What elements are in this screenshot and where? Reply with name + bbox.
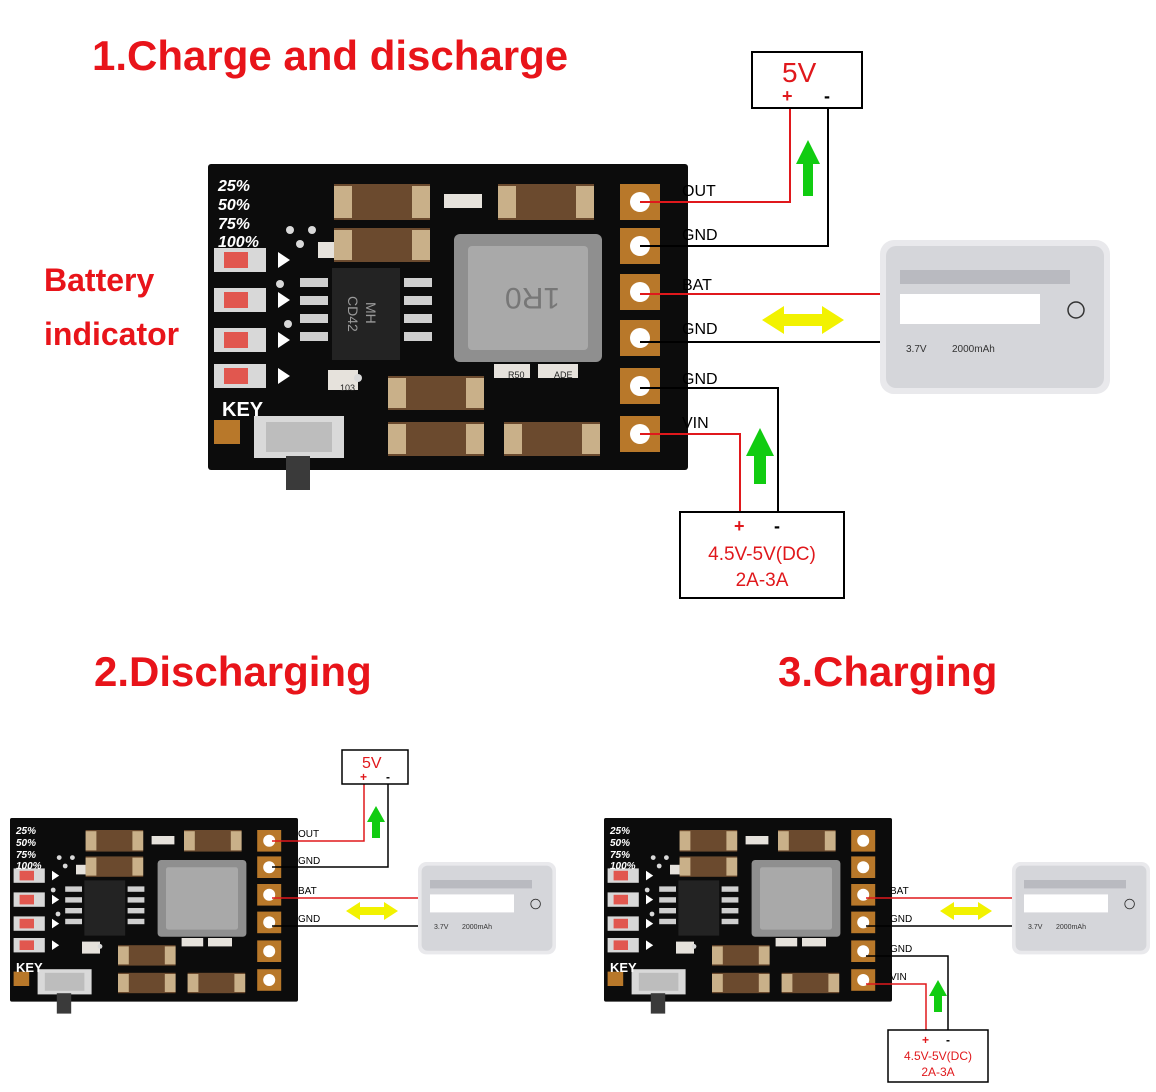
pin-label-gnd-2: GND bbox=[682, 321, 718, 338]
small-label-103: 103 bbox=[340, 383, 355, 393]
small-label-ade: ADE bbox=[554, 370, 573, 380]
s3-pin-label-vin: VIN bbox=[890, 972, 907, 983]
output-plus: + bbox=[782, 86, 793, 106]
s2-percent-50: 50% bbox=[16, 838, 36, 849]
s2-percent-75: 75% bbox=[16, 850, 36, 861]
s3-battery-voltage: 3.7V bbox=[1028, 924, 1043, 931]
wire-gnd-in bbox=[640, 387, 779, 514]
s2-wire-gnd-out bbox=[272, 782, 389, 868]
pin-label-out: OUT bbox=[682, 183, 716, 200]
section3-title: 3.Charging bbox=[778, 648, 998, 695]
s3-percent-25: 25% bbox=[609, 826, 630, 837]
s2-output-minus: - bbox=[386, 770, 390, 784]
output-5v-box: 5V + - bbox=[751, 51, 863, 109]
battery-main bbox=[879, 239, 1111, 395]
chip-label-mh: MH bbox=[363, 302, 379, 324]
yellow-double-arrow bbox=[762, 306, 844, 334]
s2-output-5v-box: 5V + - bbox=[341, 749, 409, 785]
s3-green-arrow-up bbox=[929, 980, 947, 1012]
battery-indicator-label-line2: indicator bbox=[44, 316, 180, 352]
board-charging bbox=[604, 818, 892, 1014]
section1-title: 1.Charge and discharge bbox=[92, 32, 569, 79]
green-arrow-up-out bbox=[796, 140, 820, 196]
s2-percent-100: 100% bbox=[16, 861, 42, 872]
percent-label-100: 100% bbox=[218, 234, 259, 251]
wire-out bbox=[640, 106, 791, 203]
s3-key-label: KEY bbox=[610, 960, 637, 975]
s2-battery-voltage: 3.7V bbox=[434, 924, 449, 931]
chip-label-cd42: CD42 bbox=[345, 296, 361, 332]
input-plus: + bbox=[734, 516, 745, 536]
s2-pin-label-gnd-2: GND bbox=[298, 914, 320, 925]
input-box: + - 4.5V-5V(DC) 2A-3A bbox=[679, 511, 845, 599]
s2-yellow-double-arrow bbox=[346, 902, 398, 920]
pin-label-bat: BAT bbox=[682, 277, 712, 294]
board-discharging bbox=[10, 818, 298, 1014]
pin-label-gnd-3: GND bbox=[682, 371, 718, 388]
s2-output-voltage: 5V bbox=[362, 755, 382, 772]
section2-title: 2.Discharging bbox=[94, 648, 372, 695]
battery-voltage: 3.7V bbox=[906, 344, 927, 355]
input-current: 2A-3A bbox=[736, 570, 789, 591]
battery-indicator-label-line1: Battery bbox=[44, 262, 155, 298]
s3-input-box: + - 4.5V-5V(DC) 2A-3A bbox=[887, 1029, 989, 1083]
s3-wire-gnd-in bbox=[866, 955, 949, 1032]
s3-percent-50: 50% bbox=[610, 838, 630, 849]
output-voltage-label: 5V bbox=[782, 57, 817, 88]
pin-label-gnd-1: GND bbox=[682, 227, 718, 244]
key-label: KEY bbox=[222, 399, 264, 421]
input-minus: - bbox=[774, 516, 780, 536]
s3-wire-vin bbox=[866, 983, 927, 1032]
board-main bbox=[208, 164, 688, 490]
s2-key-label: KEY bbox=[16, 960, 43, 975]
s2-battery-capacity: 2000mAh bbox=[462, 924, 492, 931]
inductor-label: 1R0 bbox=[505, 281, 560, 314]
s2-green-arrow-up bbox=[367, 806, 385, 838]
percent-label-50: 50% bbox=[218, 197, 250, 214]
s2-output-plus: + bbox=[360, 770, 367, 784]
s2-wire-out bbox=[272, 782, 365, 842]
s3-pin-label-gnd-1: GND bbox=[890, 914, 912, 925]
s3-percent-100: 100% bbox=[610, 861, 636, 872]
s3-percent-75: 75% bbox=[610, 850, 630, 861]
percent-label-25: 25% bbox=[217, 178, 250, 195]
s3-input-plus: + bbox=[922, 1033, 929, 1047]
small-label-r50: R50 bbox=[508, 370, 525, 380]
s3-input-current: 2A-3A bbox=[921, 1065, 954, 1079]
s2-percent-25: 25% bbox=[15, 826, 36, 837]
s3-input-voltage: 4.5V-5V(DC) bbox=[904, 1049, 972, 1063]
s2-pin-label-out: OUT bbox=[298, 829, 319, 840]
wire-vin bbox=[640, 433, 741, 514]
s3-yellow-double-arrow bbox=[940, 902, 992, 920]
s3-pin-label-bat: BAT bbox=[890, 886, 909, 897]
s2-battery bbox=[417, 861, 557, 955]
pin-label-vin: VIN bbox=[682, 415, 709, 432]
output-minus: - bbox=[824, 86, 830, 106]
s3-battery-capacity: 2000mAh bbox=[1056, 924, 1086, 931]
s2-pin-label-bat: BAT bbox=[298, 886, 317, 897]
percent-label-75: 75% bbox=[218, 216, 250, 233]
green-arrow-up-in bbox=[746, 428, 774, 484]
s2-pin-label-gnd-1: GND bbox=[298, 856, 320, 867]
s3-battery bbox=[1011, 861, 1151, 955]
s3-pin-label-gnd-2: GND bbox=[890, 944, 912, 955]
wire-gnd-out bbox=[640, 106, 829, 247]
battery-capacity: 2000mAh bbox=[952, 344, 995, 355]
s3-input-minus: - bbox=[946, 1033, 950, 1047]
input-voltage: 4.5V-5V(DC) bbox=[708, 544, 816, 565]
